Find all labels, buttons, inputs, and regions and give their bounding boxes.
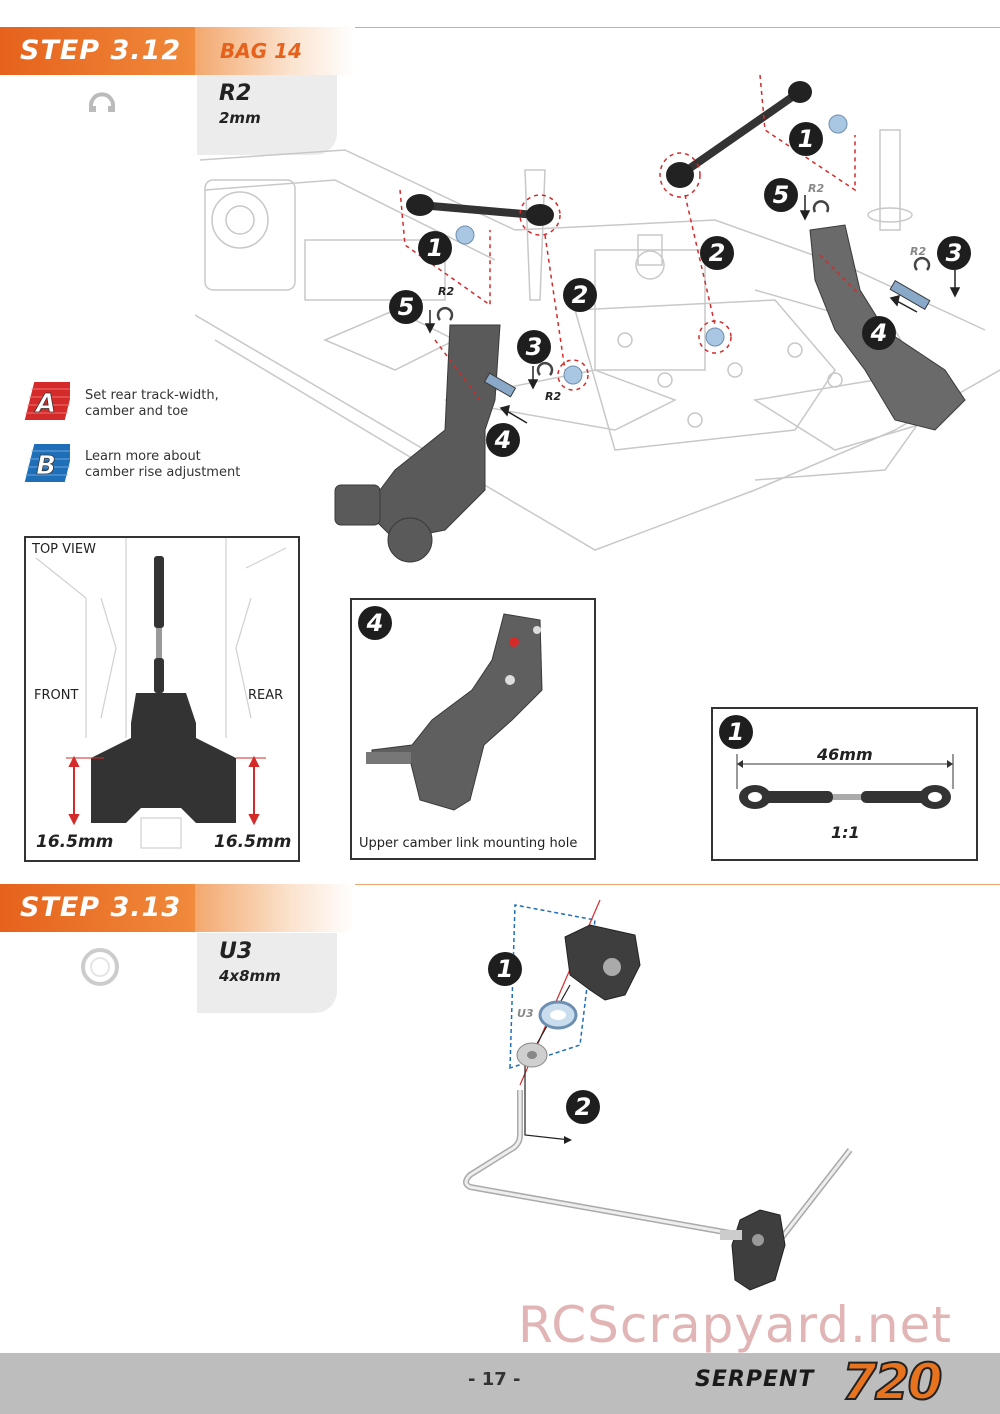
link-length: 46mm [817, 745, 873, 764]
detail-4-caption: Upper camber link mounting hole [359, 836, 578, 851]
anti-roll-bar-diagram [463, 899, 853, 1291]
camber-link-drawing [736, 754, 954, 809]
callout-2-right: 2 [700, 236, 734, 270]
washer-label: U3 [517, 1007, 534, 1020]
clip-label: R2 [545, 390, 562, 403]
callout-3-right: 3 [937, 236, 971, 270]
part-code-2: U3 [219, 939, 253, 964]
clip-label: R2 [910, 245, 927, 258]
note-b-badge: B [36, 451, 56, 481]
top-view-title: TOP VIEW [32, 542, 96, 557]
step-3-12-header: STEP 3.12 BAG 14 [0, 27, 360, 75]
detail-1-badge: 1 [719, 715, 753, 749]
clip-label: R2 [808, 182, 825, 195]
header-rule-2 [195, 884, 1000, 885]
note-b-text: Learn more about camber rise adjustment [85, 449, 241, 480]
callout-5-left: 5 [389, 290, 423, 324]
page-number: - 17 - [468, 1369, 521, 1390]
top-view-drawing [35, 538, 287, 849]
clip-label: R2 [438, 285, 455, 298]
note-a-text: Set rear track-width, camber and toe [85, 388, 219, 419]
bag-label: BAG 14 [220, 39, 302, 63]
upright-drawing [366, 613, 543, 811]
dim-right: 16.5mm [214, 832, 292, 852]
note-b-icon[interactable]: B [24, 441, 70, 487]
front-label: FRONT [34, 688, 79, 703]
part-code: R2 [219, 81, 252, 106]
top-view-panel: TOP VIEW FRONT REAR 16.5mm 16.5mm [24, 536, 300, 862]
part-box-r2: R2 2mm [197, 75, 337, 155]
note-a-icon[interactable]: A [24, 379, 70, 425]
note-a-badge: A [34, 389, 56, 419]
callout-4-left: 4 [486, 423, 520, 457]
callout-1-right: 1 [789, 122, 823, 156]
part-size: 2mm [219, 109, 261, 127]
detail-4-panel: 4 Upper camber link mounting hole [350, 598, 596, 860]
header-rule [195, 27, 1000, 28]
rear-label: REAR [248, 688, 284, 703]
scale-label: 1:1 [831, 823, 860, 842]
e-clip-icon [89, 92, 115, 112]
callout-2-left: 2 [563, 278, 597, 312]
footer: - 17 - SERPENT 720 [0, 1352, 1000, 1414]
callout-3-left: 3 [517, 330, 551, 364]
part-size-2: 4x8mm [219, 967, 281, 985]
washer-icon [81, 948, 119, 986]
part-box-u3: U3 4x8mm [197, 933, 337, 1013]
dim-left: 16.5mm [36, 832, 114, 852]
step-title: STEP 3.12 [20, 35, 182, 66]
brand-logo: SERPENT [695, 1367, 815, 1392]
callout-1-left: 1 [418, 231, 452, 265]
watermark: RCScrapyard.net [518, 1296, 952, 1354]
detail-4-badge: 4 [358, 606, 392, 640]
callout-5-right: 5 [764, 178, 798, 212]
rear-suspension-assembly-diagram [195, 74, 1000, 563]
callout-1-arb: 1 [488, 952, 522, 986]
callout-4-right: 4 [862, 316, 896, 350]
detail-1-panel: 1 46mm 1:1 [711, 707, 978, 861]
callout-2-arb: 2 [566, 1090, 600, 1124]
step-title-2: STEP 3.13 [20, 892, 182, 923]
model-logo: 720 [841, 1352, 943, 1412]
step-3-13-header: STEP 3.13 [0, 884, 360, 932]
